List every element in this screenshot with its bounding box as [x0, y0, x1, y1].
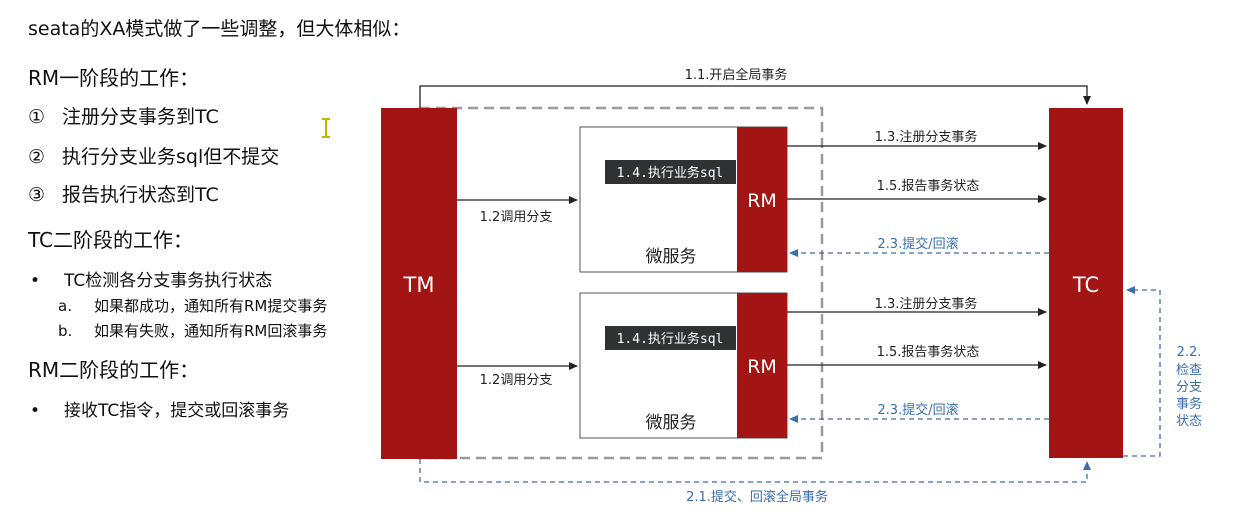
rm-phase2-item: • 接收TC指令，提交或回滚事务	[30, 396, 289, 421]
tc-block	[1049, 108, 1123, 458]
tc-phase2-heading: TC二阶段的工作：	[28, 228, 194, 252]
rm-block-2	[737, 293, 787, 438]
tc-phase2-item: • TC检测各分支事务执行状态	[30, 266, 272, 291]
text-cursor-icon	[322, 118, 330, 138]
rm-label-2: RM	[747, 356, 777, 378]
item-text: 注册分支事务到TC	[62, 106, 219, 128]
rm-block-1	[737, 127, 787, 272]
tc-phase2-subitem-a: a. 如果都成功，通知所有RM提交事务	[58, 295, 327, 316]
tm-block	[381, 108, 457, 459]
label-2-1: 2.1.提交、回滚全局事务	[686, 489, 828, 505]
item-text: 执行分支业务sql但不提交	[62, 146, 280, 168]
label-2-2-line-3: 分支	[1176, 380, 1202, 395]
item-text: 接收TC指令，提交或回滚事务	[64, 401, 290, 421]
label-1-3-a: 1.3.注册分支事务	[875, 129, 978, 145]
microservice-label-2: 微服务	[646, 413, 697, 433]
exec-sql-label-bg-1	[605, 160, 736, 184]
label-2-2-line-2: 检查	[1176, 363, 1202, 378]
label-2-2-line-4: 事务	[1176, 396, 1202, 412]
label-1-2-a: 1.2调用分支	[480, 210, 553, 225]
rm-phase2-heading: RM二阶段的工作：	[28, 358, 200, 382]
rm-phase1-item-1: ① 注册分支事务到TC	[28, 102, 219, 129]
arrow-2-2	[1123, 286, 1161, 457]
exec-sql-label-bg-2	[605, 326, 736, 350]
item-text: TC检测各分支事务执行状态	[64, 271, 273, 291]
sub-text: 如果有失败，通知所有RM回滚事务	[94, 322, 328, 340]
rm-label-1: RM	[747, 190, 777, 212]
rm-phase1-item-2: ② 执行分支业务sql但不提交	[28, 142, 279, 169]
label-1-3-b: 1.3.注册分支事务	[875, 296, 978, 312]
bullet: •	[30, 401, 41, 421]
tc-phase2-subitem-b: b. 如果有失败，通知所有RM回滚事务	[58, 320, 327, 341]
label-1-5-b: 1.5.报告事务状态	[877, 344, 980, 360]
label-1-2-b: 1.2调用分支	[480, 373, 553, 388]
bullet: •	[30, 271, 41, 291]
microservice-label-1: 微服务	[646, 247, 697, 267]
arrow-1-1	[419, 85, 1091, 108]
sub-mark: a.	[58, 297, 72, 315]
item-text: 报告执行状态到TC	[62, 184, 219, 206]
arrow-2-1	[419, 459, 1091, 483]
label-2-2-line-5: 状态	[1176, 414, 1202, 429]
tm-label: TM	[403, 273, 435, 297]
item-mark: ①	[28, 106, 46, 128]
label-1-5-a: 1.5.报告事务状态	[877, 178, 980, 194]
item-mark: ②	[28, 146, 46, 168]
label-2-2-line-1: 2.2.	[1177, 345, 1202, 360]
exec-sql-label-1: 1.4.执行业务sql	[617, 165, 724, 181]
rm-phase1-item-3: ③ 报告执行状态到TC	[28, 180, 219, 207]
sub-text: 如果都成功，通知所有RM提交事务	[94, 297, 328, 315]
label-2-3-a: 2.3.提交/回滚	[877, 236, 958, 252]
item-mark: ③	[28, 184, 46, 206]
exec-sql-label-2: 1.4.执行业务sql	[617, 331, 724, 347]
tc-label: TC	[1072, 273, 1099, 297]
page-title: seata的XA模式做了一些调整，但大体相似：	[28, 18, 411, 40]
label-2-3-b: 2.3.提交/回滚	[877, 402, 958, 418]
label-1-1: 1.1.开启全局事务	[685, 67, 788, 83]
sub-mark: b.	[58, 322, 73, 340]
rm-phase1-heading: RM一阶段的工作：	[28, 66, 200, 90]
